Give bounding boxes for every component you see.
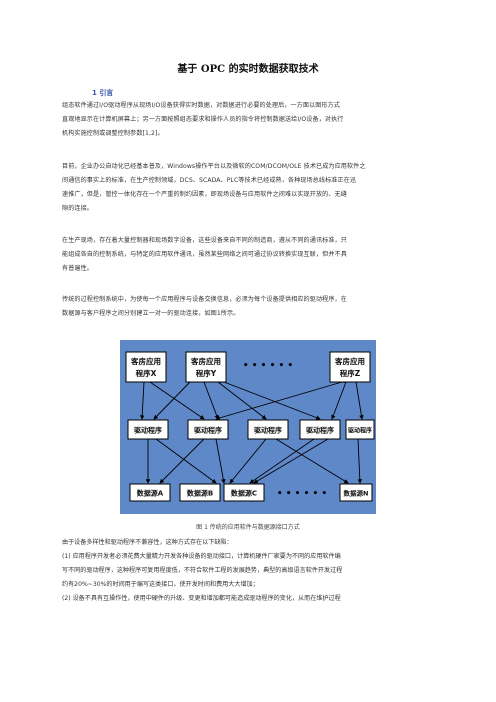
paragraph-2: 目前，企业办公自动化已经基本普及，Windows操作平台以及微软的COM/DCO… — [62, 160, 434, 216]
app-y-line1: 客房应用 — [190, 356, 221, 366]
app-box-z — [329, 351, 371, 383]
section-number: 1 — [92, 89, 97, 97]
paragraph-line: 直观地显示在计算机屏幕上；另一方面按照组态要求和操作人员的指令将控制数据送给I/… — [62, 116, 344, 123]
source-label-c: 数据源C — [231, 489, 257, 498]
driver-box-1 — [127, 419, 169, 440]
section-heading: 1 引言 — [92, 88, 113, 98]
figure-caption: 图 1 传统的应用软件与数据源接口方式 — [196, 524, 300, 531]
paragraph-4: 传统的过程控制系统中，为使每一个应用程序与设备交换信息，必须为每个设备提供相应的… — [62, 293, 434, 321]
paragraph-line: 数据源与客户程序之间分别建立一对一的驱动连接，如图1所示。 — [62, 310, 240, 317]
source-label-n: 数据源N — [344, 489, 369, 498]
list-item-line: (2) 设备不具有互操作性，使用中硬件的升级、变更和增加都可能造成驱动程序的变化… — [62, 595, 341, 602]
source-label-b: 数据源B — [187, 489, 213, 498]
app-z-line2: 程序Z — [340, 368, 361, 378]
driver-box-5 — [345, 419, 375, 440]
source-label-a: 数据源A — [137, 489, 164, 498]
app-box-y — [185, 351, 227, 383]
figure-svg: 客房应用 程序X 客房应用 程序Y • • • • • • 客房应用 程序Z 驱… — [125, 351, 375, 502]
paragraph-line: 隙的连接。 — [62, 205, 93, 212]
app-z-line1: 客房应用 — [334, 356, 365, 366]
section-title: 引言 — [99, 89, 114, 97]
driver-box-4 — [299, 419, 341, 440]
sources-ellipsis: • • • • • • — [277, 489, 327, 499]
list-item-line: 写不同的驱动程序，这种程序可复用程度低，不符合软件工程的发展趋势，典型的高级语言… — [62, 567, 343, 574]
connection-lines — [139, 377, 364, 484]
paragraph-line: 传统的过程控制系统中，为使每一个应用程序与设备交换信息，必须为每个设备提供相应的… — [62, 296, 347, 303]
driver-label-5: 驱动程序 — [348, 427, 372, 435]
app-box-x — [125, 351, 167, 383]
driver-label-4: 驱动程序 — [306, 426, 334, 435]
app-x-line1: 客房应用 — [130, 356, 161, 366]
driver-label-1: 驱动程序 — [134, 426, 162, 435]
paragraph-line: 目前，企业办公自动化已经基本普及，Windows操作平台以及微软的COM/DCO… — [62, 163, 366, 170]
source-box-n — [339, 483, 373, 502]
paragraph-line: 速推广，但是，管控一体化存在一个严重的制约因素，即现场设备与应用软件之间难以实现… — [62, 191, 347, 198]
driver-box-3 — [247, 419, 289, 440]
figure-1-diagram: 客房应用 程序X 客房应用 程序Y • • • • • • 客房应用 程序Z 驱… — [120, 340, 376, 514]
list-item-line: 约有20%~30%的时间用于编写这类接口，使开发时间和费用大大增加； — [62, 581, 259, 588]
paragraph-line: 在生产现场，存在着大量控制器和现场数字设备，这些设备来自不同的制造商，遵从不同的… — [62, 237, 347, 244]
paragraph-1: 组态软件通过I/O驱动程序从现场I/O设备获得实时数据，对数据进行必要的处理后，… — [62, 99, 434, 141]
apps-ellipsis: • • • • • • — [243, 361, 293, 371]
paragraph-3: 在生产现场，存在着大量控制器和现场数字设备，这些设备来自不同的制造商，遵从不同的… — [62, 234, 434, 276]
source-box-a — [129, 483, 171, 502]
paragraph-line: 能组成各自的控制系统，与特定的应用软件通讯，虽然某些网络之间可通过协议转换实现互… — [62, 251, 347, 258]
source-box-c — [223, 483, 265, 502]
paragraph-line: 组态软件通过I/O驱动程序从现场I/O设备获得实时数据，对数据进行必要的处理后，… — [62, 102, 341, 109]
driver-label-3: 驱动程序 — [254, 426, 282, 435]
app-y-line2: 程序Y — [196, 368, 217, 378]
paragraph-line: 机构实施控制或调整控制参数[1,2]。 — [62, 130, 164, 137]
source-box-b — [179, 483, 221, 502]
app-x-line2: 程序X — [136, 368, 157, 378]
driver-box-2 — [187, 419, 229, 440]
paragraph-line: 有普遍性。 — [62, 265, 93, 272]
page-title: 基于 OPC 的实时数据获取技术 — [177, 64, 319, 75]
list-item-line: (1) 应用程序开发者必须花费大量精力开发各种设备的驱动接口，计算机硬件厂家要为… — [62, 553, 341, 560]
driver-label-2: 驱动程序 — [194, 426, 222, 435]
list-intro: 由于设备多样性和驱动程序不兼容性，这种方式存在以下缺陷： — [62, 539, 233, 546]
paragraph-line: 间通信的事实上的标准，在生产控制领域，DCS、SCADA、PLC等技术已经成熟，… — [62, 177, 357, 184]
